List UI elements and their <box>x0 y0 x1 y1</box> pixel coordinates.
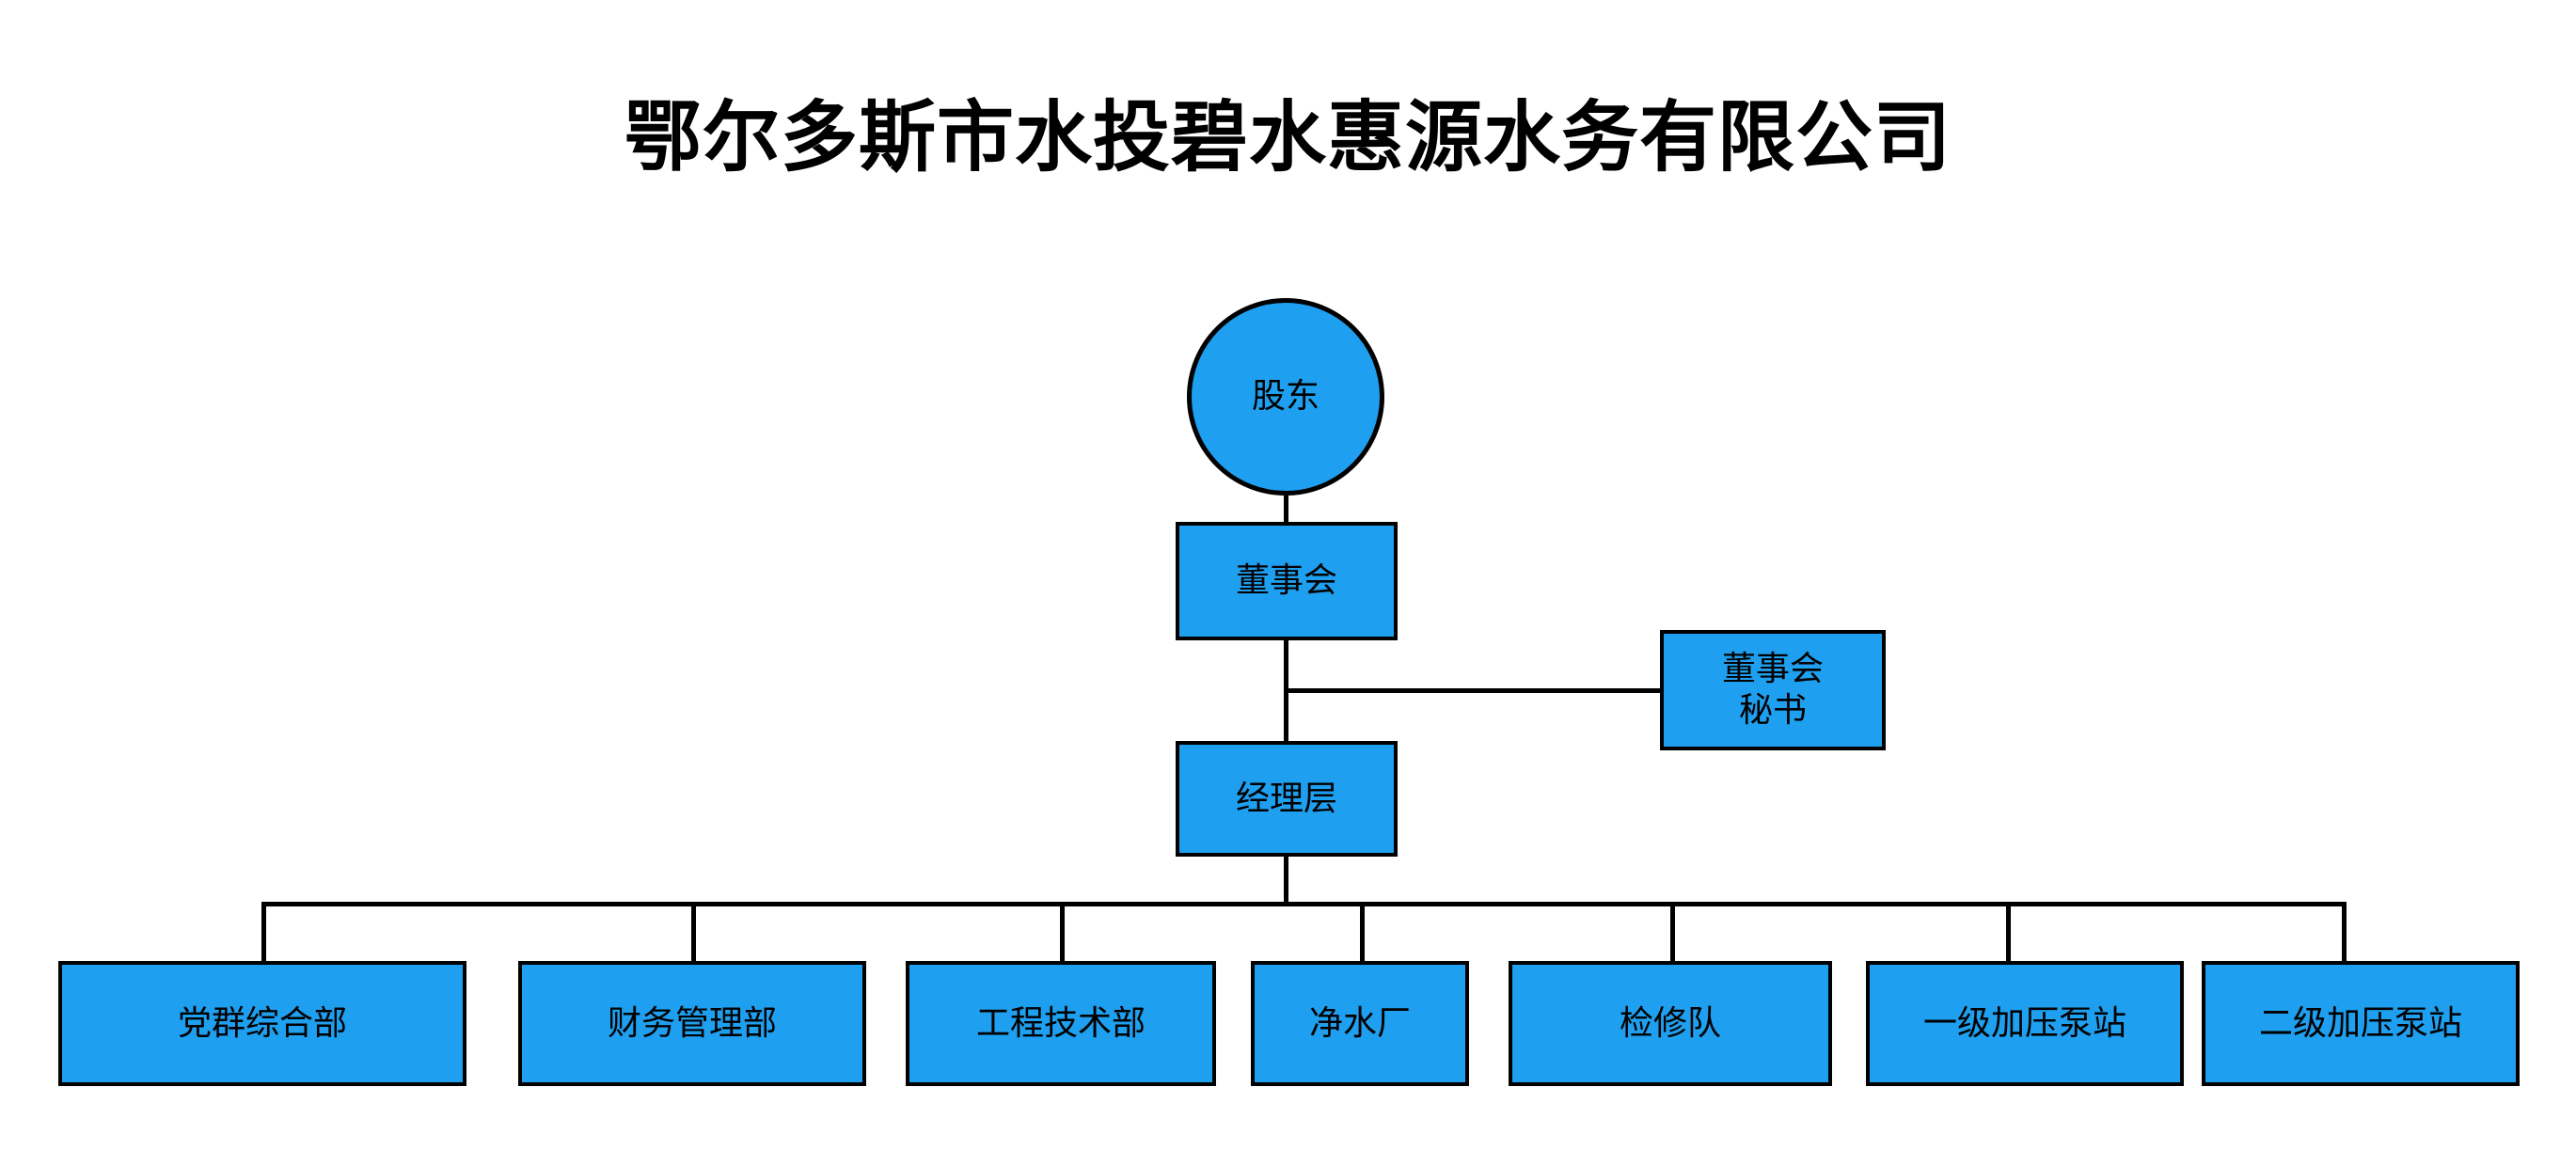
node-shareholders[interactable]: 股东 <box>1187 298 1384 496</box>
node-department-label: 党群综合部 <box>177 1003 347 1043</box>
node-department-engineering[interactable]: 工程技术部 <box>906 961 1216 1086</box>
node-department-label: 财务管理部 <box>607 1003 777 1043</box>
node-department-label: 检修队 <box>1619 1003 1721 1043</box>
node-department-label: 二级加压泵站 <box>2258 1003 2462 1043</box>
node-shareholders-label: 股东 <box>1251 377 1320 417</box>
connector-shareholders-to-board <box>1284 494 1288 526</box>
node-department-label: 一级加压泵站 <box>1922 1003 2126 1043</box>
page-title: 鄂尔多斯市水投碧水惠源水务有限公司 <box>624 93 1952 182</box>
connector-department-bus <box>261 902 2344 906</box>
node-board-secretary-label-line1: 董事会 <box>1721 650 1824 689</box>
connector-bus-to-dept-3 <box>1060 902 1065 964</box>
node-board-secretary-label-line2: 秘书 <box>1738 691 1807 730</box>
node-management-layer[interactable]: 经理层 <box>1176 741 1398 857</box>
node-department-maintenance-team[interactable]: 检修队 <box>1509 961 1832 1086</box>
connector-bus-to-dept-4 <box>1360 902 1365 964</box>
node-board-of-directors-label: 董事会 <box>1235 561 1337 601</box>
node-department-pump-station-level-2[interactable]: 二级加压泵站 <box>2202 961 2520 1086</box>
node-board-secretary[interactable]: 董事会 秘书 <box>1660 630 1886 750</box>
node-management-layer-label: 经理层 <box>1235 779 1337 818</box>
connector-bus-to-dept-5 <box>1670 902 1675 964</box>
node-board-of-directors[interactable]: 董事会 <box>1176 522 1398 640</box>
connector-management-to-bus <box>1284 854 1288 906</box>
node-department-pump-station-level-1[interactable]: 一级加压泵站 <box>1866 961 2184 1086</box>
connector-bus-to-dept-6 <box>2006 902 2011 964</box>
connector-bus-to-dept-1 <box>261 902 266 964</box>
node-department-finance[interactable]: 财务管理部 <box>518 961 866 1086</box>
node-department-label: 工程技术部 <box>975 1003 1146 1043</box>
node-department-label: 净水厂 <box>1308 1003 1411 1043</box>
connector-board-to-secretary <box>1284 688 1664 693</box>
node-department-water-plant[interactable]: 净水厂 <box>1251 961 1469 1086</box>
connector-bus-to-dept-2 <box>691 902 696 964</box>
node-department-party-affairs[interactable]: 党群综合部 <box>58 961 466 1086</box>
connector-bus-to-dept-7 <box>2342 902 2347 964</box>
